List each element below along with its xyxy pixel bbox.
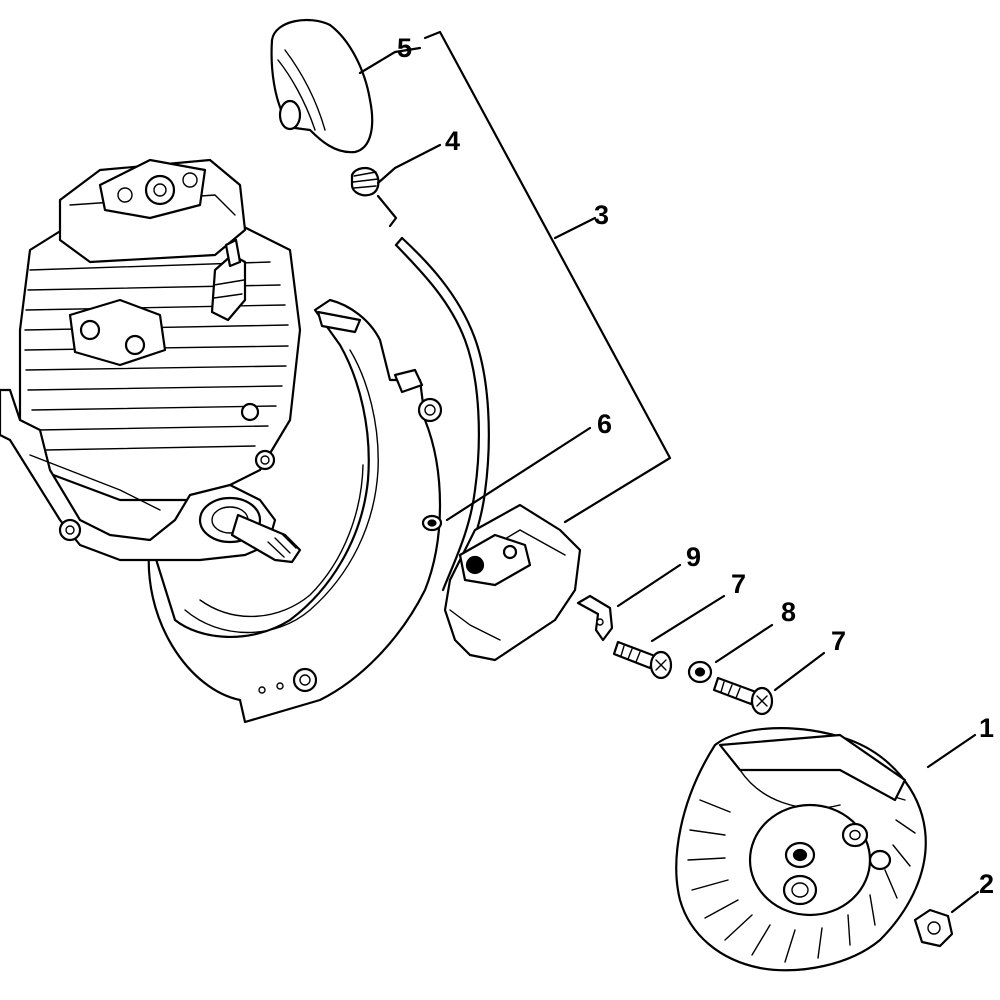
part-1-flywheel bbox=[675, 727, 927, 972]
part-5-boot bbox=[270, 18, 374, 154]
callout-7-lower: 7 bbox=[831, 626, 846, 656]
engine-cylinder-assembly bbox=[0, 158, 443, 724]
callout-2: 2 bbox=[979, 869, 994, 899]
callout-4: 4 bbox=[445, 126, 460, 156]
ignition-module bbox=[443, 503, 582, 662]
part-8-washer bbox=[687, 660, 713, 684]
part-2-nut bbox=[913, 908, 954, 948]
callout-3: 3 bbox=[594, 200, 609, 230]
part-4-spring bbox=[350, 166, 380, 197]
part-6-washer bbox=[421, 514, 443, 532]
callout-5: 5 bbox=[397, 33, 412, 63]
callout-7-upper: 7 bbox=[731, 569, 746, 599]
callout-8: 8 bbox=[781, 597, 796, 627]
part-7-screw-lower bbox=[712, 676, 774, 716]
part-7-screw-upper bbox=[612, 640, 673, 680]
part-9-bracket bbox=[576, 594, 614, 642]
callout-9: 9 bbox=[686, 542, 701, 572]
callout-1: 1 bbox=[979, 713, 994, 743]
callout-6: 6 bbox=[597, 409, 612, 439]
leader-lines bbox=[358, 30, 980, 914]
